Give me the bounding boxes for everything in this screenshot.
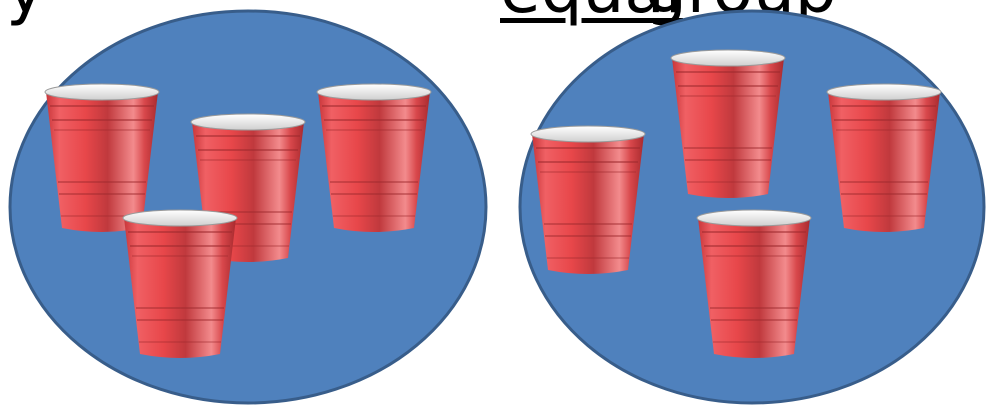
cup-icon [45,84,159,232]
cup-icon [827,84,941,232]
cup-icon [531,126,645,274]
cup-icon [123,210,237,358]
cup-icon [317,84,431,232]
cup-icon [697,210,811,358]
cup-icon [671,50,785,198]
